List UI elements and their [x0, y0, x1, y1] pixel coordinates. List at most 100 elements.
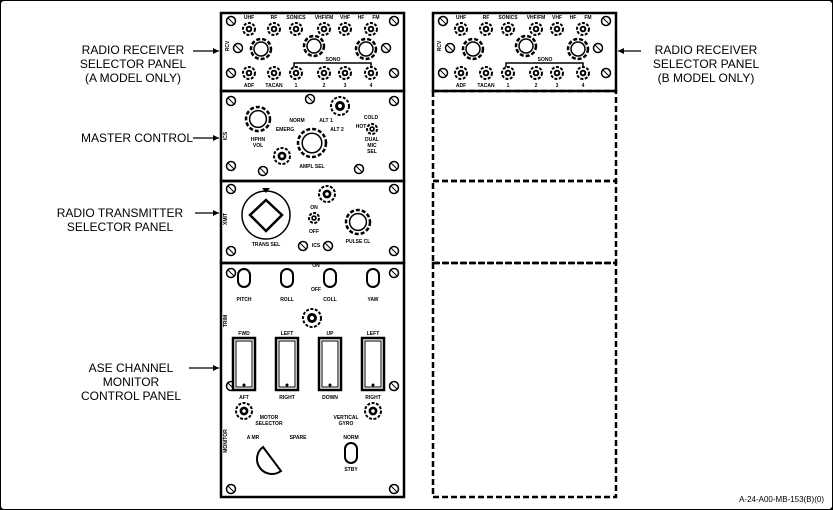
empty-slot-ase	[431, 261, 618, 499]
label-sono: SONO	[326, 57, 341, 63]
knob-hub	[312, 216, 316, 220]
knob-face	[348, 212, 368, 232]
knob-face	[358, 41, 374, 57]
label-cold: COLD	[364, 115, 379, 121]
screw-slot	[390, 185, 398, 193]
screw-slot	[594, 44, 602, 52]
knob-hub	[280, 154, 284, 158]
label-hf: HF	[358, 15, 365, 21]
label-vertical-gyro: GYRO	[339, 421, 354, 427]
trans-sel-knob[interactable]	[248, 198, 284, 233]
label-trans-sel: TRANS SEL	[252, 242, 280, 248]
knob-hub	[534, 27, 538, 31]
label-sonics: SONICS	[498, 15, 518, 21]
knob-hub	[343, 27, 347, 31]
callout-ase: ASE CHANNEL MONITOR CONTROL PANEL	[80, 361, 182, 403]
channel-toggle-pitch[interactable]	[237, 268, 251, 288]
label-hphn-vol: VOL	[253, 143, 263, 149]
knob-hub	[581, 27, 585, 31]
channel-toggle-roll[interactable]	[280, 268, 294, 288]
label-receiver-bottom: TACAN	[265, 83, 283, 89]
trim-dot	[242, 383, 246, 387]
knob-hub	[338, 104, 342, 108]
knob-hub	[325, 192, 329, 196]
label-trim-top: LEFT	[281, 331, 294, 337]
ase-panel	[219, 261, 406, 499]
knob-hub	[370, 127, 374, 131]
vertical-gyro-toggle[interactable]	[344, 442, 358, 464]
knob-hub	[484, 27, 488, 31]
label-motor-selector: SELECTOR	[255, 421, 283, 427]
knob-hub	[247, 27, 251, 31]
label-uhf: UHF	[244, 15, 254, 21]
channel-toggle-coll[interactable]	[323, 268, 337, 288]
knob-hub	[247, 71, 251, 75]
knob-hub	[322, 71, 326, 75]
label-channel: COLL	[323, 297, 337, 303]
knob-face	[570, 41, 586, 57]
label-hot: HOT	[356, 124, 367, 130]
label-spare: SPARE	[290, 435, 308, 441]
label-uhf: UHF	[456, 15, 466, 21]
knob-hub	[310, 316, 314, 320]
knob-hub	[294, 27, 298, 31]
label-receiver-bottom: ADF	[244, 83, 254, 89]
screw-slot	[227, 485, 235, 493]
screw-slot	[227, 247, 235, 255]
trim-dot	[328, 383, 332, 387]
label-rcv: RCV	[225, 40, 231, 51]
label-trim: TRIM	[223, 315, 229, 327]
knob-face	[306, 38, 322, 54]
label-channel: YAW	[368, 297, 379, 303]
screw-slot	[602, 69, 610, 77]
label-channel: ROLL	[280, 297, 294, 303]
screw-slot	[390, 382, 398, 390]
label-ics: ICS	[223, 131, 229, 140]
knob-hub	[555, 71, 559, 75]
knob-hub	[272, 71, 276, 75]
screw-slot	[382, 44, 390, 52]
label-emerg: EMERG	[276, 127, 294, 133]
knob-hub	[371, 409, 375, 413]
label-receiver-bottom: ADF	[456, 83, 466, 89]
screw-slot	[234, 44, 242, 52]
channel-toggle-yaw[interactable]	[366, 268, 380, 288]
knob-hub	[555, 27, 559, 31]
label-norm: NORM	[343, 435, 358, 441]
label-stby: STBY	[344, 467, 358, 473]
label-off: OFF	[311, 287, 321, 293]
screw-slot	[227, 17, 235, 25]
knob-face	[253, 41, 269, 57]
label-xmit: XMIT	[223, 213, 229, 225]
label-a-mr: A MR	[247, 435, 260, 441]
trim-switch-inner	[235, 340, 253, 388]
screw-slot	[259, 167, 267, 175]
leader-ase-head	[213, 365, 219, 371]
screw-slot	[306, 95, 314, 103]
label-rf: RF	[271, 15, 278, 21]
label-ics-xmit: ICS	[312, 243, 321, 249]
leader-receiver-a-head	[213, 48, 219, 54]
knob-hub	[459, 71, 463, 75]
label-receiver-bottom: 2	[535, 83, 538, 89]
knob-hub	[322, 27, 326, 31]
screw-slot	[390, 162, 398, 170]
label-trim-top: FWD	[238, 331, 250, 337]
label-norm: NORM	[289, 118, 304, 124]
label-fm: FM	[372, 15, 379, 21]
knob-hub	[459, 27, 463, 31]
screw-slot	[355, 165, 363, 173]
label-receiver-bottom: 3	[344, 83, 347, 89]
figure-id: A-24-A00-MB-153(B)(0)	[739, 495, 824, 504]
label-off: OFF	[309, 229, 319, 235]
label-receiver-bottom: 1	[507, 83, 510, 89]
label-sonics: SONICS	[286, 15, 306, 21]
motor-selector-knob[interactable]	[256, 445, 283, 475]
label-trim-bottom: AFT	[239, 395, 249, 401]
label-dual-mic-sel: SEL	[367, 149, 377, 155]
sono-bracket	[505, 62, 584, 71]
knob-face	[248, 109, 268, 129]
label-receiver-bottom: 1	[295, 83, 298, 89]
leader-transmitter-head	[213, 210, 219, 216]
